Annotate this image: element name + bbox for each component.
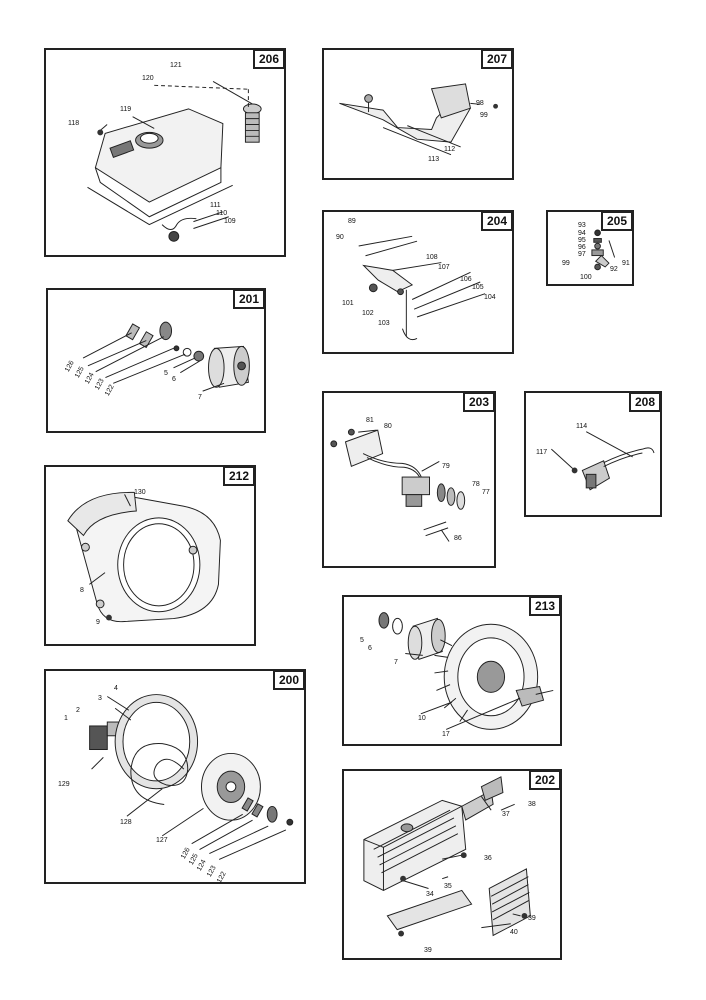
part-label: 7 (394, 659, 398, 666)
panel-213: 213 5 6 7 10 17 (342, 595, 562, 746)
muffler-illustration (363, 776, 531, 937)
part-label: 92 (610, 266, 618, 273)
part-label: 2 (76, 707, 80, 714)
panel-number: 213 (528, 596, 561, 616)
part-label: 6 (172, 376, 176, 383)
part-label: 10 (418, 715, 426, 722)
part-label: 107 (438, 264, 450, 271)
part-label: 79 (442, 463, 450, 470)
part-label: 1 (64, 715, 68, 722)
part-label: 119 (120, 106, 132, 113)
part-label: 9 (96, 619, 100, 626)
part-label: 109 (224, 218, 236, 225)
panel-200: 200 4 3 2 1 129 128 127 126 125 124 123 … (44, 669, 306, 884)
part-label: 38 (528, 801, 536, 808)
panel-number: 200 (272, 670, 305, 690)
bracket-illustration (339, 83, 498, 156)
part-label: 17 (442, 731, 450, 738)
panel-number: 204 (480, 211, 513, 231)
part-label: 113 (428, 156, 440, 163)
panel-208: 208 114 117 (524, 391, 662, 517)
part-label: 3 (98, 695, 102, 702)
part-label: 93 (578, 222, 586, 229)
part-label: 39 (528, 915, 536, 922)
part-label: 121 (170, 62, 182, 69)
panel-212: 212 130 8 9 (44, 465, 256, 646)
part-label: 6 (368, 645, 372, 652)
part-label: 89 (348, 218, 356, 225)
part-label: 110 (216, 210, 228, 217)
panel-205: 205 93 94 95 96 97 99 100 92 91 (546, 210, 634, 286)
part-label: 81 (366, 417, 374, 424)
part-label: 111 (210, 202, 221, 209)
panel-number: 206 (252, 49, 285, 69)
part-label: 129 (58, 781, 70, 788)
part-label: 130 (134, 489, 146, 496)
panel-203: 203 81 80 79 78 77 86 (322, 391, 496, 568)
part-label: 127 (156, 837, 168, 844)
part-label: 5 (360, 637, 364, 644)
part-label: 80 (384, 423, 392, 430)
part-label: 35 (444, 883, 452, 890)
part-label: 100 (580, 274, 592, 281)
part-label: 128 (120, 819, 132, 826)
part-label: 108 (426, 254, 438, 261)
part-label: 34 (426, 891, 434, 898)
flywheel-illustration (378, 612, 554, 730)
carburetor-illustration (330, 428, 466, 542)
panel-number: 201 (232, 289, 265, 309)
part-label: 97 (578, 251, 586, 258)
part-label: 99 (562, 260, 570, 267)
part-label: 112 (444, 146, 456, 153)
part-label: 4 (114, 685, 118, 692)
part-label: 94 (578, 230, 586, 237)
part-label: 5 (164, 370, 168, 377)
part-label: 39 (424, 947, 432, 954)
part-label: 99 (480, 112, 488, 119)
panel-number: 205 (600, 211, 633, 231)
part-label: 98 (476, 100, 484, 107)
ignition-coil-illustration (551, 431, 655, 491)
part-label: 37 (502, 811, 510, 818)
part-label: 90 (336, 234, 344, 241)
part-label: 105 (472, 284, 484, 291)
panel-number: 203 (462, 392, 495, 412)
part-label: 114 (576, 423, 588, 430)
part-label: 77 (482, 489, 490, 496)
panel-204: 204 89 90 108 107 106 105 104 101 102 10… (322, 210, 514, 354)
part-label: 36 (484, 855, 492, 862)
panel-202: 202 38 37 36 35 34 39 40 39 (342, 769, 562, 960)
part-label: 7 (198, 394, 202, 401)
blower-housing-illustration (67, 491, 221, 623)
part-label: 103 (378, 320, 390, 327)
panel-number: 208 (628, 392, 661, 412)
small-linkage-illustration (591, 229, 616, 271)
part-label: 86 (454, 535, 462, 542)
part-label: 118 (68, 120, 80, 127)
panel-201: 201 126 125 124 123 122 5 6 7 (46, 288, 266, 433)
part-label: 8 (80, 587, 84, 594)
part-label: 104 (484, 294, 496, 301)
recoil-starter-illustration (89, 694, 294, 860)
part-label: 78 (472, 481, 480, 488)
fuel-tank-illustration (87, 80, 262, 242)
panel-number: 202 (528, 770, 561, 790)
part-label: 40 (510, 929, 518, 936)
part-label: 106 (460, 276, 472, 283)
part-label: 117 (536, 449, 548, 456)
part-label: 120 (142, 75, 154, 82)
part-label: 96 (578, 244, 586, 251)
starter-pulley-illustration (82, 321, 250, 392)
panel-207: 207 98 99 112 113 (322, 48, 514, 180)
panel-number: 207 (480, 49, 513, 69)
part-label: 91 (622, 260, 630, 267)
panel-number: 212 (222, 466, 255, 486)
part-label: 101 (342, 300, 354, 307)
throttle-linkage-illustration (358, 235, 486, 341)
part-label: 102 (362, 310, 374, 317)
panel-206: 206 121 120 119 118 111 110 109 (44, 48, 286, 257)
part-label: 95 (578, 237, 586, 244)
